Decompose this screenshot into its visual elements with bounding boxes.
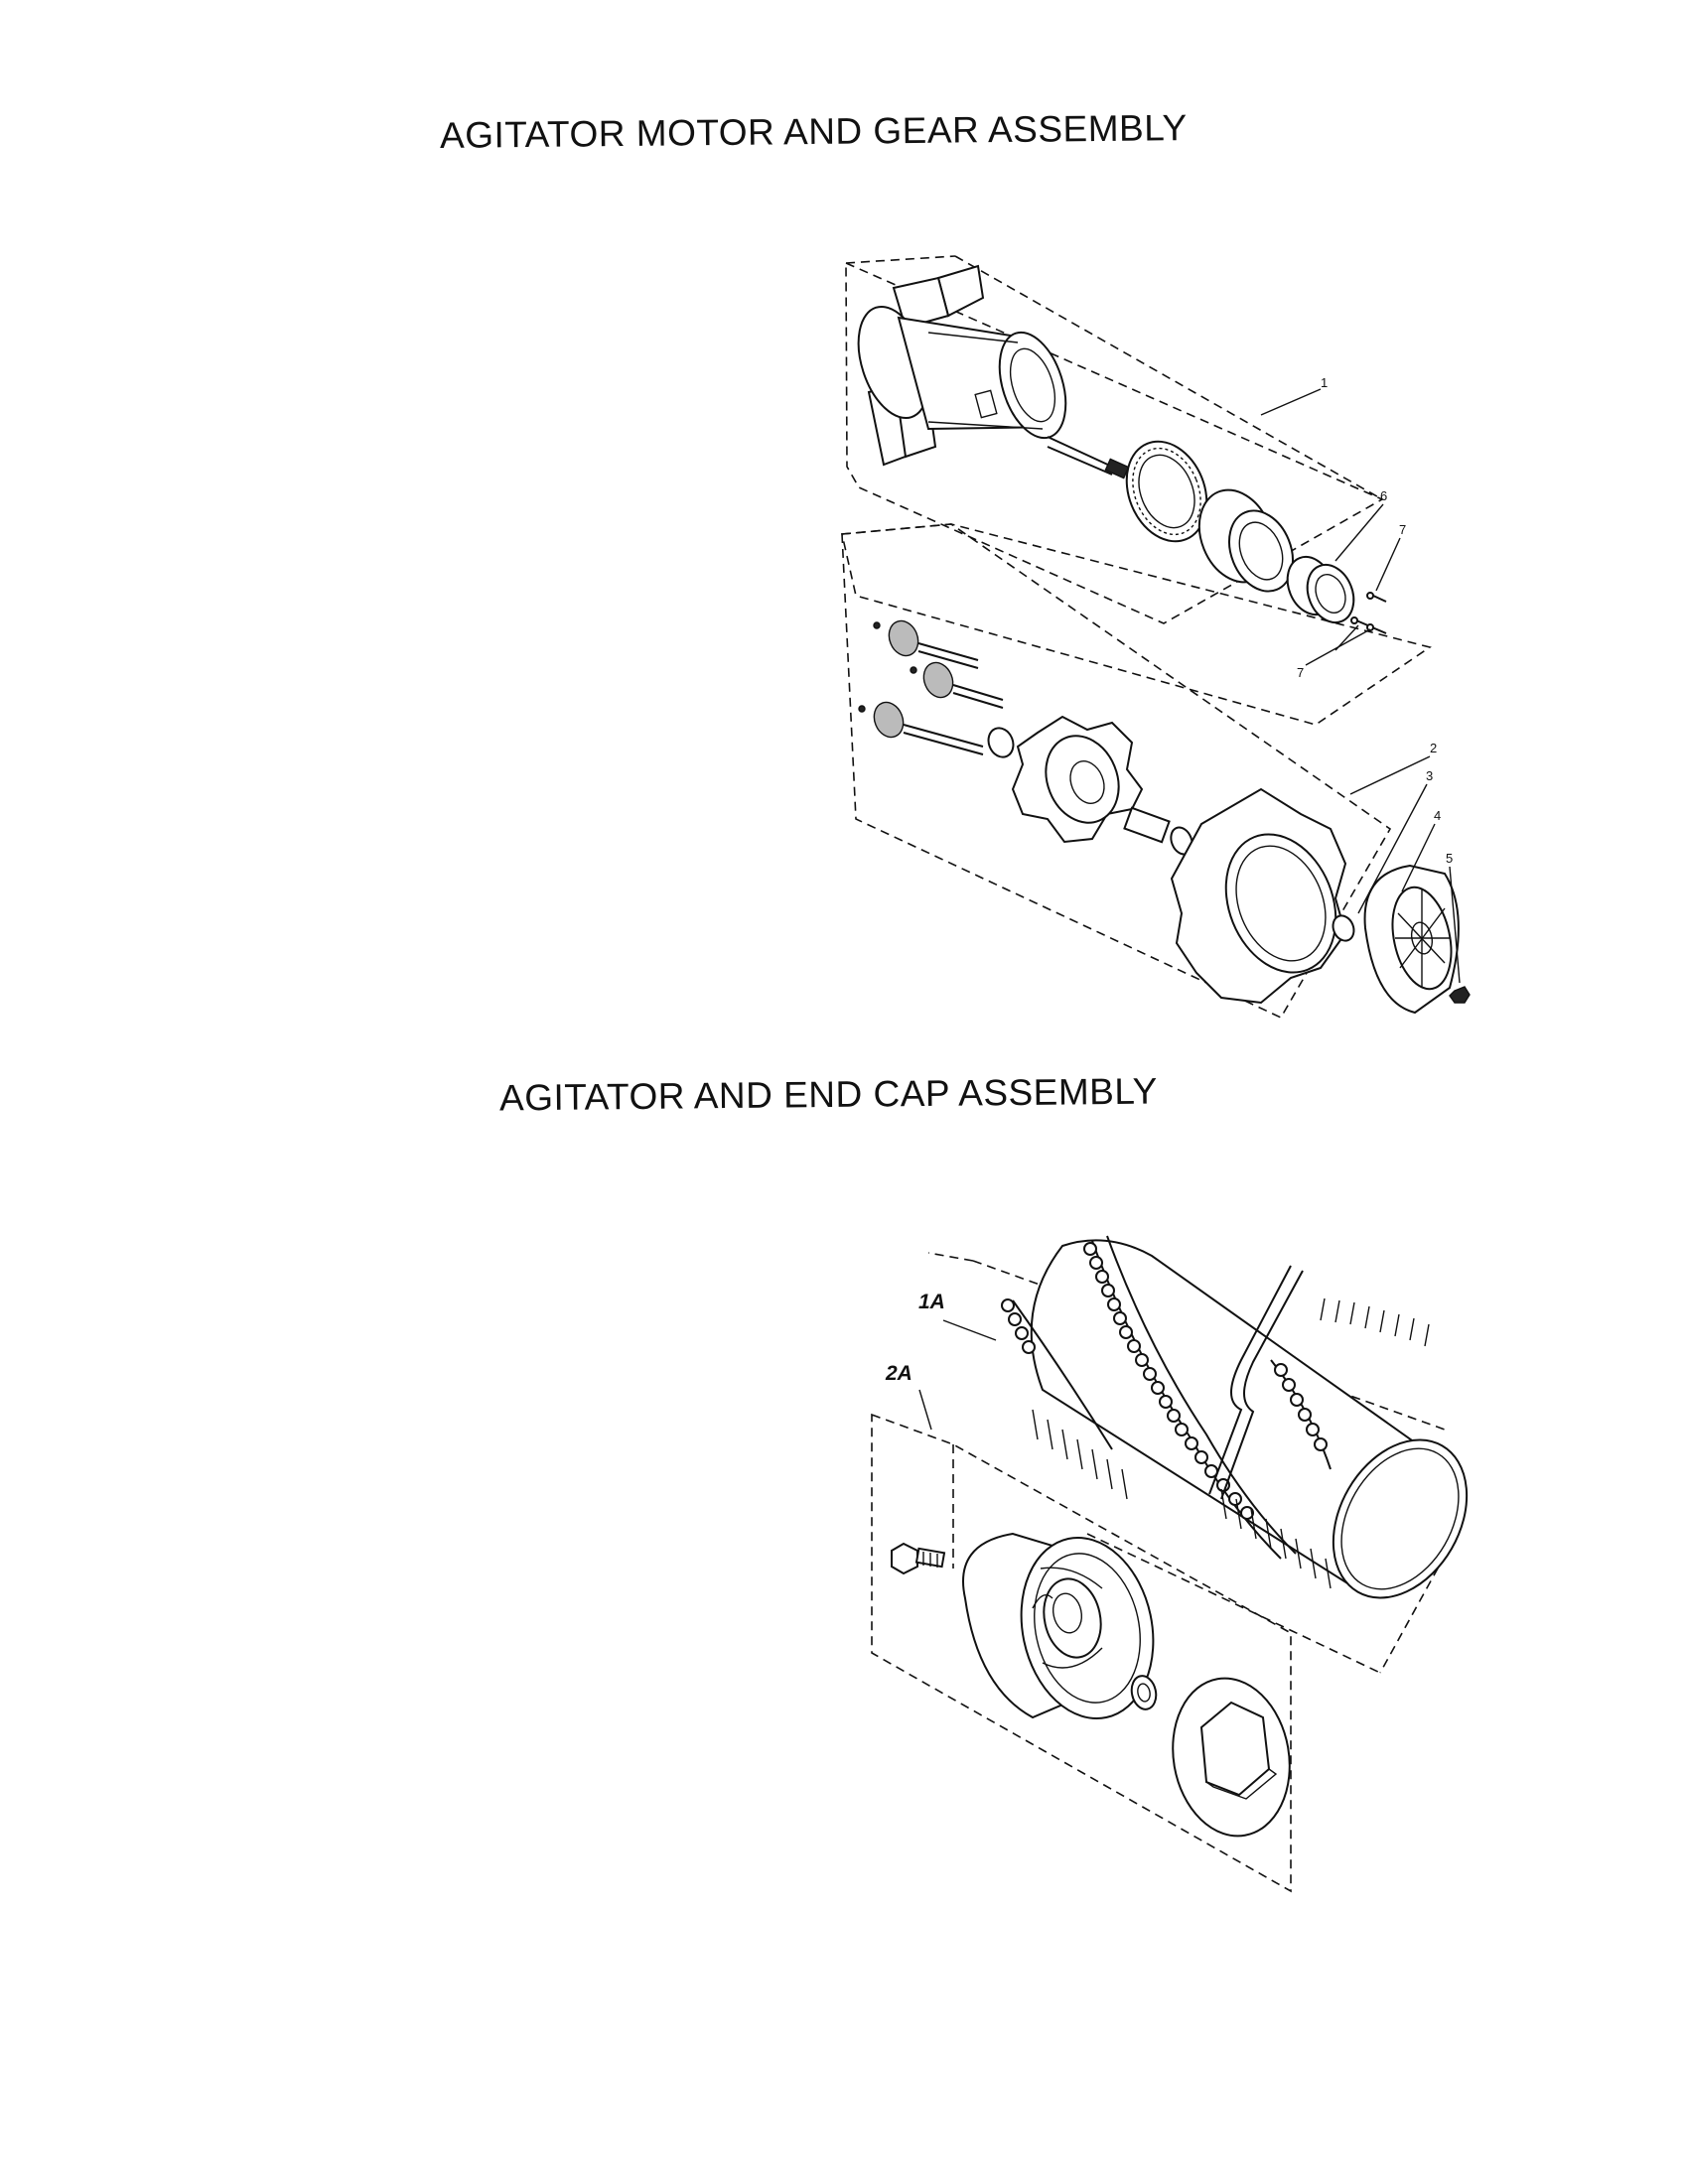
motor xyxy=(857,264,1130,479)
ring-gear-hub xyxy=(1197,488,1294,593)
agitator-brush-roll xyxy=(1001,1235,1469,1599)
sun-shaft xyxy=(1123,806,1193,856)
bristle-tufts xyxy=(1001,1242,1328,1520)
bristle-comb xyxy=(1032,1297,1430,1589)
screw xyxy=(891,1542,946,1575)
nut-part-5 xyxy=(1449,986,1471,1004)
planet-carrier xyxy=(1011,715,1144,844)
end-cap-hub xyxy=(962,1532,1155,1719)
washer-part-3 xyxy=(1332,914,1355,942)
bearing-ring xyxy=(1125,440,1208,543)
washer xyxy=(1130,1675,1158,1710)
callout-1A: 1A xyxy=(918,1291,945,1313)
motor-gear-exploded-diagram: 1 2 3 4 5 6 7 7 xyxy=(841,255,1471,1020)
callout-2: 2 xyxy=(1430,741,1437,755)
agitator-exploded-diagram: 1A 2A xyxy=(871,1235,1469,1893)
end-cap-group-outline xyxy=(871,1413,1292,1893)
motor-group-outline xyxy=(845,261,1384,624)
planet-gears xyxy=(858,619,1015,758)
pins-part-7 xyxy=(1350,592,1387,634)
callout-3: 3 xyxy=(1426,768,1433,783)
callout-7-lower: 7 xyxy=(1297,665,1304,680)
end-wheel-part-4 xyxy=(1363,864,1460,1015)
bushing-part-6 xyxy=(1286,555,1355,624)
callout-5: 5 xyxy=(1446,851,1453,866)
callout-4: 4 xyxy=(1434,808,1441,823)
callout-6: 6 xyxy=(1380,488,1387,503)
callout-2A: 2A xyxy=(885,1362,912,1385)
output-gear xyxy=(1170,787,1347,1005)
hex-end-cap xyxy=(1172,1677,1291,1838)
callout-7-upper: 7 xyxy=(1399,522,1406,537)
callout-1: 1 xyxy=(1321,375,1328,390)
